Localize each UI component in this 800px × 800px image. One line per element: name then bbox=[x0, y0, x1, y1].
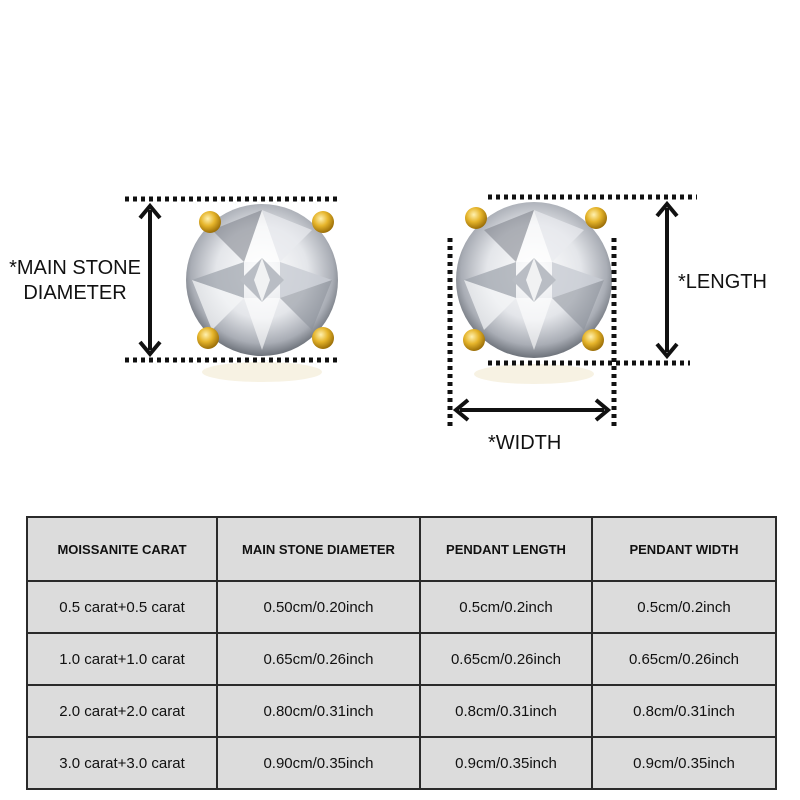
diameter-label-line1: *MAIN STONE bbox=[9, 257, 141, 279]
table-row: 3.0 carat+3.0 carat 0.90cm/0.35inch 0.9c… bbox=[26, 736, 777, 790]
header-pendant-length: PENDANT LENGTH bbox=[419, 516, 593, 582]
length-width-guides bbox=[447, 194, 697, 428]
diameter-guides bbox=[125, 196, 340, 363]
cell-length: 0.8cm/0.31inch bbox=[419, 684, 593, 738]
header-main-stone-diameter: MAIN STONE DIAMETER bbox=[216, 516, 421, 582]
cell-diameter: 0.80cm/0.31inch bbox=[216, 684, 421, 738]
size-diagram: *MAIN STONE DIAMETER *LENGTH *WIDTH bbox=[2, 194, 767, 454]
table-row: 1.0 carat+1.0 carat 0.65cm/0.26inch 0.65… bbox=[26, 632, 777, 686]
header-moissanite-carat: MOISSANITE CARAT bbox=[26, 516, 218, 582]
prong-bottom-right bbox=[312, 327, 334, 349]
prong-top-left bbox=[199, 211, 221, 233]
length-label: *LENGTH bbox=[678, 271, 767, 293]
cell-carat: 3.0 carat+3.0 carat bbox=[26, 736, 218, 790]
main-stone-diameter-label: *MAIN STONE DIAMETER bbox=[2, 256, 148, 306]
cell-width: 0.9cm/0.35inch bbox=[591, 736, 777, 790]
left-earring bbox=[186, 204, 338, 382]
diameter-label-line2: DIAMETER bbox=[23, 282, 127, 304]
cell-carat: 1.0 carat+1.0 carat bbox=[26, 632, 218, 686]
cell-length: 0.9cm/0.35inch bbox=[419, 736, 593, 790]
cell-width: 0.5cm/0.2inch bbox=[591, 580, 777, 634]
table-row: 2.0 carat+2.0 carat 0.80cm/0.31inch 0.8c… bbox=[26, 684, 777, 738]
earring-diagram-svg bbox=[125, 194, 697, 428]
cell-length: 0.65cm/0.26inch bbox=[419, 632, 593, 686]
table-row: 0.5 carat+0.5 carat 0.50cm/0.20inch 0.5c… bbox=[26, 580, 777, 634]
cell-diameter: 0.90cm/0.35inch bbox=[216, 736, 421, 790]
cell-width: 0.65cm/0.26inch bbox=[591, 632, 777, 686]
size-spec-table: MOISSANITE CARAT MAIN STONE DIAMETER PEN… bbox=[26, 516, 777, 790]
prong-bottom-left bbox=[463, 329, 485, 351]
right-earring bbox=[456, 202, 612, 384]
header-pendant-width: PENDANT WIDTH bbox=[591, 516, 777, 582]
cell-carat: 2.0 carat+2.0 carat bbox=[26, 684, 218, 738]
prong-bottom-right bbox=[582, 329, 604, 351]
cell-diameter: 0.65cm/0.26inch bbox=[216, 632, 421, 686]
prong-top-right bbox=[312, 211, 334, 233]
cell-diameter: 0.50cm/0.20inch bbox=[216, 580, 421, 634]
prong-top-left bbox=[465, 207, 487, 229]
cell-carat: 0.5 carat+0.5 carat bbox=[26, 580, 218, 634]
width-label: *WIDTH bbox=[488, 432, 562, 454]
prong-bottom-left bbox=[197, 327, 219, 349]
cell-width: 0.8cm/0.31inch bbox=[591, 684, 777, 738]
table-header-row: MOISSANITE CARAT MAIN STONE DIAMETER PEN… bbox=[26, 516, 777, 582]
cell-length: 0.5cm/0.2inch bbox=[419, 580, 593, 634]
prong-top-right bbox=[585, 207, 607, 229]
